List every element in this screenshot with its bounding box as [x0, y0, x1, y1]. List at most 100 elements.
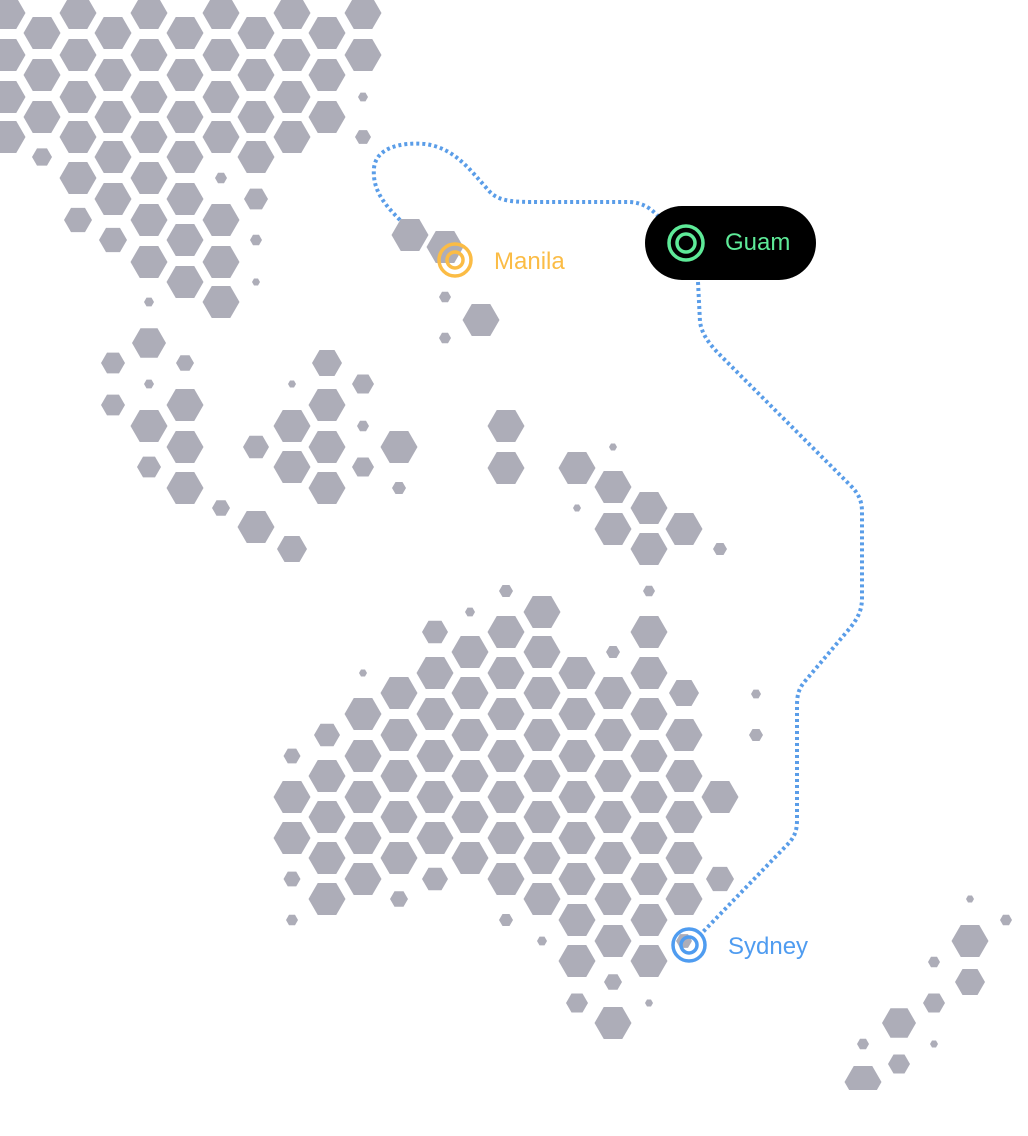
- land-hex: [202, 80, 240, 114]
- land-hex: [499, 584, 513, 598]
- land-hex: [630, 615, 668, 649]
- land-hex: [844, 1065, 882, 1099]
- land-hex: [166, 182, 204, 216]
- land-hex: [416, 821, 454, 855]
- location-label-guam: Guam: [725, 229, 791, 256]
- land-hex: [0, 120, 26, 154]
- land-hex: [573, 504, 581, 512]
- land-hex: [283, 871, 301, 887]
- land-hex: [416, 739, 454, 773]
- land-hex: [888, 1054, 910, 1074]
- land-hex: [237, 140, 275, 174]
- land-hex: [237, 510, 275, 544]
- land-hex: [202, 245, 240, 279]
- land-hex: [273, 80, 311, 114]
- land-hex: [380, 430, 418, 464]
- land-hex: [630, 532, 668, 566]
- land-hex: [237, 100, 275, 134]
- land-hex: [380, 676, 418, 710]
- land-hex: [283, 748, 301, 764]
- land-hex: [166, 100, 204, 134]
- land-hex: [166, 471, 204, 505]
- land-hex: [594, 512, 632, 546]
- land-hex: [176, 355, 194, 371]
- land-hex: [451, 718, 489, 752]
- land-hex: [487, 656, 525, 690]
- land-hex: [308, 759, 346, 793]
- land-hex: [130, 203, 168, 237]
- land-hex: [665, 512, 703, 546]
- land-hex: [665, 800, 703, 834]
- land-hex: [951, 924, 989, 958]
- land-hex: [630, 697, 668, 731]
- land-hex: [166, 430, 204, 464]
- land-hex: [59, 0, 97, 30]
- land-hex: [130, 38, 168, 72]
- selected-location-pill-guam[interactable]: Guam: [645, 206, 816, 280]
- land-hex: [308, 430, 346, 464]
- land-hex: [273, 780, 311, 814]
- land-hex: [451, 841, 489, 875]
- location-target-icon: [667, 224, 705, 262]
- marker-sydney[interactable]: [671, 927, 707, 963]
- land-hex: [630, 656, 668, 690]
- land-hex: [594, 800, 632, 834]
- land-hex: [523, 595, 561, 629]
- land-hex: [101, 394, 125, 416]
- land-hex: [422, 620, 448, 644]
- land-hex: [630, 903, 668, 937]
- land-hex: [308, 58, 346, 92]
- land-hex: [252, 278, 260, 286]
- land-hex: [250, 234, 262, 246]
- land-hex: [558, 451, 596, 485]
- location-label-sydney[interactable]: Sydney: [728, 933, 809, 960]
- land-hex: [523, 718, 561, 752]
- land-hex: [308, 882, 346, 916]
- land-hex: [751, 689, 761, 699]
- land-hex: [594, 924, 632, 958]
- marker-manila[interactable]: [437, 242, 473, 278]
- land-hex: [273, 38, 311, 72]
- land-hex: [451, 759, 489, 793]
- land-hex: [212, 500, 230, 516]
- land-hex: [416, 697, 454, 731]
- land-hex: [23, 16, 61, 50]
- land-hex: [344, 780, 382, 814]
- land-hex: [558, 780, 596, 814]
- land-hex: [558, 821, 596, 855]
- land-hex: [308, 800, 346, 834]
- land-hex: [609, 443, 617, 451]
- land-hex: [1000, 914, 1012, 926]
- land-hex: [94, 100, 132, 134]
- land-hex: [487, 739, 525, 773]
- land-hex: [312, 350, 342, 376]
- land-hex: [344, 697, 382, 731]
- land-hex: [955, 969, 985, 995]
- land-hex: [630, 739, 668, 773]
- land-hex: [64, 207, 92, 233]
- land-hex: [665, 759, 703, 793]
- land-hex: [966, 895, 974, 903]
- land-hex: [144, 379, 154, 389]
- land-hex: [144, 297, 154, 307]
- land-hex: [665, 718, 703, 752]
- land-hex: [344, 0, 382, 30]
- land-hex: [166, 58, 204, 92]
- land-hex: [308, 471, 346, 505]
- land-hex: [487, 821, 525, 855]
- location-label-manila[interactable]: Manila: [494, 248, 565, 275]
- land-hex: [537, 936, 547, 946]
- land-hex: [288, 380, 296, 388]
- land-hex: [0, 38, 26, 72]
- land-hex: [344, 821, 382, 855]
- land-hex: [130, 120, 168, 154]
- land-hex: [930, 1040, 938, 1048]
- land-hex: [558, 862, 596, 896]
- land-hex: [0, 80, 26, 114]
- land-hex: [604, 974, 622, 990]
- land-hex: [357, 420, 369, 432]
- land-hex: [487, 697, 525, 731]
- land-hex: [59, 38, 97, 72]
- land-hex: [462, 303, 500, 337]
